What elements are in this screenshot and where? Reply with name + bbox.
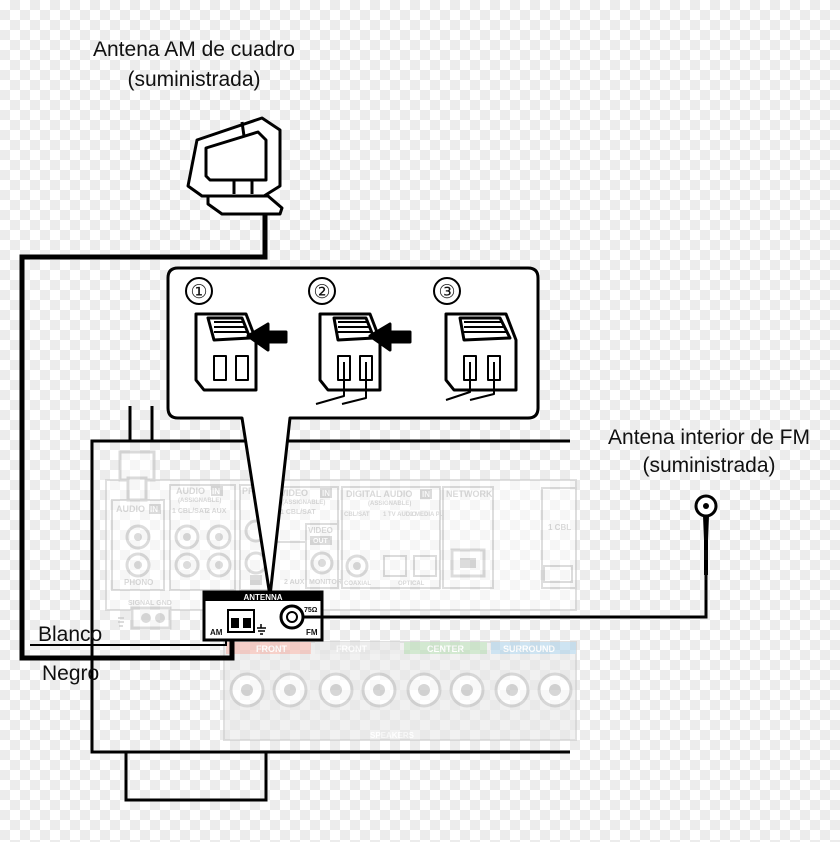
plugged-cable [118,450,156,502]
video-assignable-sub: (ASSIGNABLE) [282,500,325,506]
video-in-label: VIDEO [280,488,308,498]
am-cable [19,214,268,661]
am-antenna-label-line2: (suministrada) [127,68,260,91]
right-cbl-label: 1 CBL [548,523,571,532]
digital-assignable-sub: (ASSIGNABLE) [368,501,411,507]
video-cbl-label: 1 CBL/SAT [280,509,316,516]
front-l-header [315,642,400,654]
fm-antenna-label-line1: Antena interior de FM [608,426,810,449]
front-r-header [226,642,311,654]
speakers-label: SPEAKERS [370,731,415,740]
receiver-rear-panel: AUDIO IN PHONO AUDIO IN (ASSIGNABLE) 1 C… [105,450,577,630]
video-aux-label: 2 AUX [284,579,305,586]
speaker-terminals: FRONT FRONT CENTER SURROUND SPEAKERS [223,641,577,741]
front-l-label: FRONT [336,644,367,654]
phono-label: PHONO [124,578,153,587]
center-header [404,642,487,654]
digital-cbl-label: CBL/SAT [344,512,370,518]
audio-cbl-label: 1 CBL/SAT [172,508,208,515]
surround-header [491,642,576,654]
step-1-terminal [194,312,288,392]
signal-gnd-group: SIGNAL GND [118,600,172,630]
audio-in-phono-group: AUDIO IN PHONO [111,499,165,591]
pre-label: PRE [242,486,261,496]
coaxial-label: COAXIAL [344,581,371,587]
center-label: CENTER [427,644,465,654]
audio-in-badge: IN [150,505,158,514]
audio-assignable-badge: IN [212,487,220,496]
network-group: NETWORK [442,486,494,589]
fm-antenna-label-line2: (suministrada) [642,454,775,477]
fm-antenna-connector [694,494,718,575]
hdmi-group: 1 CBL [541,487,577,589]
antenna-ohm-label: 75Ω [304,607,318,614]
step-3-number: ③ [438,282,455,303]
audio-in-label: AUDIO [116,504,145,514]
network-label: NETWORK [446,489,493,499]
digital-media-label: 2 MEDIA PLAYER [410,512,460,518]
audio-assignable-sub: (ASSIGNABLE) [178,498,221,504]
front-r-label: FRONT [256,644,287,654]
step-numbers: ① ② ③ [185,277,461,305]
audio-aux-label: 2 AUX [206,508,227,515]
signal-gnd-label: SIGNAL GND [128,600,172,607]
am-loop-antenna [186,116,284,216]
digital-tv-label: 1 TV AUDIO [383,512,417,518]
surround-label: SURROUND [503,644,556,654]
video-out-badge: OUT [313,538,329,545]
monitor-label: MONITOR [309,579,342,586]
audio-assignable-label: AUDIO [176,486,205,496]
antenna-am-label: AM [210,628,223,637]
antenna-title: ANTENNA [243,593,282,602]
video-out-group: VIDEO OUT MONITOR 2 AUX [284,523,342,589]
audio-in-assignable-group: AUDIO IN (ASSIGNABLE) 1 CBL/SAT 2 AUX [169,484,236,591]
step-2-number: ② [313,282,330,303]
receiver-outline [90,406,570,802]
digital-audio-group: DIGITAL AUDIO IN (ASSIGNABLE) CBL/SAT 1 … [341,486,460,589]
digital-audio-badge: IN [422,490,430,499]
step-1-number: ① [190,282,207,303]
step-3-terminal [444,312,518,401]
digital-audio-label: DIGITAL AUDIO [346,489,412,499]
antenna-terminal-block: ANTENNA AM FM 75Ω [202,590,324,642]
antenna-fm-label: FM [306,628,318,637]
am-antenna-label-line1: Antena AM de cuadro [93,38,295,61]
white-wire-label: Blanco [38,623,102,646]
optical-label: OPTICAL [398,581,425,587]
video-in-badge: IN [322,489,330,498]
video-out-label: VIDEO [308,526,333,535]
black-wire-label: Negro [42,662,99,685]
step-2-terminal [315,312,412,405]
